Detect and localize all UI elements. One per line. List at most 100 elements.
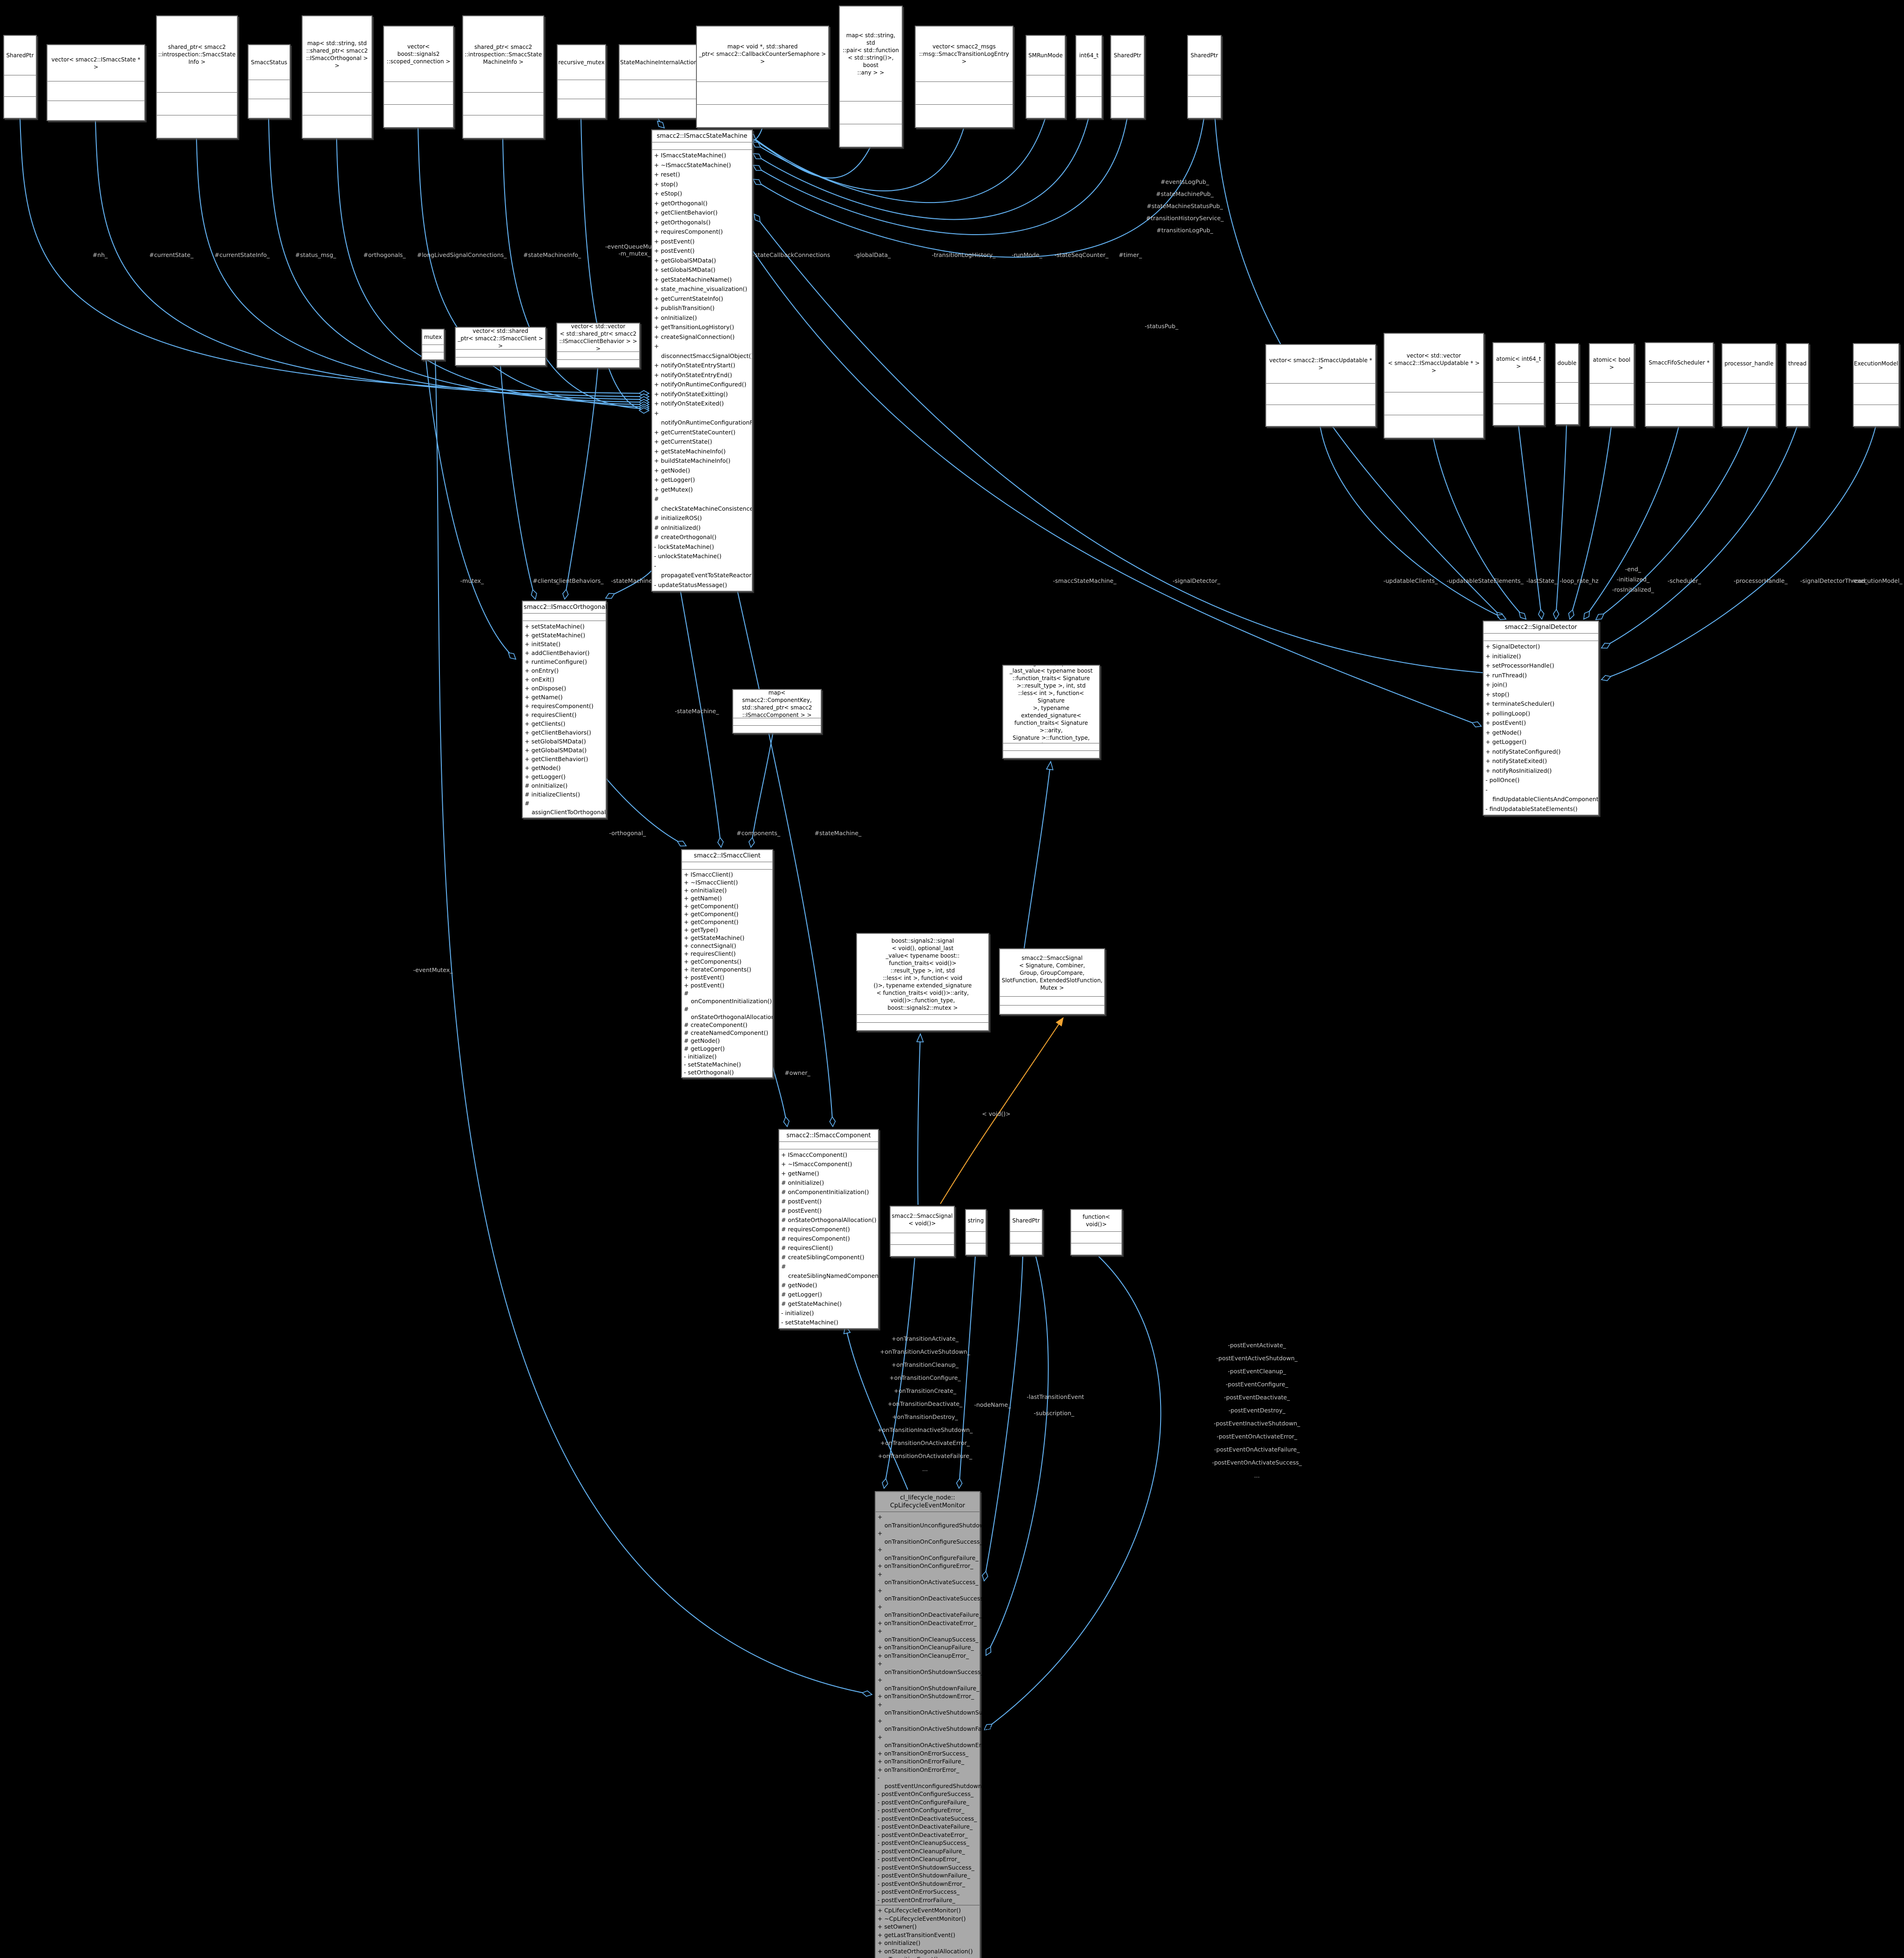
edge-label: < void()> <box>982 1110 1011 1117</box>
attributes-compartment <box>1787 383 1808 405</box>
type-box-atomic-int64[interactable]: atomic< int64_t > <box>1492 342 1545 426</box>
member-row: - setStateMachine() <box>684 1061 741 1068</box>
type-box-smacc-signal-template[interactable]: smacc2::SmaccSignal < Signature, Combine… <box>999 948 1105 1015</box>
type-box-map-components[interactable]: map< smacc2::ComponentKey, std::shared_p… <box>732 689 822 734</box>
member-row: + getLogger() <box>525 773 566 780</box>
member-row: + ISmaccComponent() <box>781 1151 847 1158</box>
member-row: + onExit() <box>525 676 554 683</box>
member-row: # getLogger() <box>684 1045 725 1052</box>
aggregation-edge <box>753 118 1204 258</box>
class-title: smacc2::ISmaccOrthogonal <box>523 601 607 614</box>
member-row: + initialize() <box>1485 652 1521 660</box>
edge-label: -globalData_ <box>854 251 891 258</box>
attributes-compartment <box>1071 1231 1121 1243</box>
attributes-compartment <box>157 92 237 115</box>
type-box-smacc-fifo-scheduler[interactable]: SmaccFifoScheduler * <box>1645 342 1714 427</box>
type-box-smaccstatus[interactable]: SmaccStatus <box>248 44 290 119</box>
type-box-boost-signal-void[interactable]: boost::signals2::signal < void(), option… <box>856 933 989 1031</box>
type-box-sharedptr-timer[interactable]: SharedPtr <box>1110 35 1145 119</box>
type-box-map-callback-semaphore[interactable]: map< void *, std::shared _ptr< smacc2::C… <box>696 26 829 128</box>
class-box-smacc2-ismaccstatemachine[interactable]: smacc2::ISmaccStateMachine+ ISmaccStateM… <box>651 129 753 592</box>
member-row: # checkStateMachineConsistence() <box>654 495 752 512</box>
member-row: # createComponent() <box>684 1021 748 1028</box>
aggregation-edge <box>753 118 1128 236</box>
type-box-sharedptr-sub[interactable]: SharedPtr <box>1009 1209 1043 1256</box>
class-box-smacc2-ismaccorthogonal[interactable]: smacc2::ISmaccOrthogonal+ setStateMachin… <box>522 601 607 818</box>
type-box-vector-transitionlog[interactable]: vector< smacc2_msgs ::msg::SmaccTransiti… <box>915 26 1013 128</box>
member-row: - postEventOnErrorSuccess_ <box>878 1888 960 1895</box>
methods-compartment <box>840 124 902 147</box>
edge-label: -stateMachine_ <box>611 577 655 584</box>
edge-label: #nh_ <box>92 251 108 258</box>
type-box-map-orthogonals[interactable]: map< std::string, std ::shared_ptr< smac… <box>302 15 372 139</box>
edge-label: #components_ <box>736 830 780 837</box>
member-row: + initState() <box>525 641 561 648</box>
member-row: # createSiblingComponent() <box>781 1254 864 1261</box>
member-row: - initialize() <box>684 1053 717 1060</box>
member-row: + onTransitionOnActivateSuccess_ <box>878 1570 979 1586</box>
type-box-vector-updatable[interactable]: vector< smacc2::ISmaccUpdatable * > <box>1265 344 1376 427</box>
type-box-boost-signal-signature[interactable]: boost::signals2::signal < Signature, opt… <box>1002 665 1100 759</box>
attributes-compartment <box>891 1233 954 1244</box>
type-box-sharedptr-stateinfo[interactable]: shared_ptr< smacc2 ::introspection::Smac… <box>156 15 238 139</box>
member-row: + onTransitionOnConfigureSuccess_ <box>878 1530 983 1545</box>
type-box-function-void[interactable]: function< void()> <box>1070 1209 1122 1256</box>
type-box-title: vector< std::shared _ptr< smacc2::ISmacc… <box>458 328 543 349</box>
type-box-shared-ptr-nh[interactable]: SharedPtr <box>3 35 37 119</box>
type-box-vector-scoped-connection[interactable]: vector< boost::signals2 ::scoped_connect… <box>383 26 454 128</box>
attributes-compartment <box>1556 382 1578 403</box>
type-box-smacc-signal-void[interactable]: smacc2::SmaccSignal < void()> <box>890 1206 955 1257</box>
member-row: + getNode() <box>654 466 690 474</box>
member-row: - postEventOnShutdownError_ <box>878 1880 966 1887</box>
type-box-statemachine-internal-action[interactable]: StateMachineInternalAction <box>619 44 699 119</box>
aggregation-edge <box>336 138 649 405</box>
type-box-int64-t[interactable]: int64_t <box>1075 35 1102 119</box>
attributes-compartment <box>1111 75 1144 96</box>
type-box-title: map< std::string, std ::pair< std::funct… <box>843 32 899 76</box>
member-row: + onTransitionOnActiveShutdownFailure_ <box>878 1717 998 1733</box>
type-box-title: shared_ptr< smacc2 ::introspection::Smac… <box>158 43 236 65</box>
template-instantiation-edge <box>940 1017 1064 1204</box>
member-row: + getMutex() <box>654 486 693 493</box>
type-box-execution-model[interactable]: ExecutionModel <box>1853 343 1899 427</box>
type-box-atomic-bool[interactable]: atomic< bool > <box>1589 343 1634 427</box>
type-box-vector-clientbehaviors[interactable]: vector< std::vector < std::shared_ptr< s… <box>556 323 640 368</box>
edge-label: -subscription_ <box>1033 1410 1074 1417</box>
type-box-mutex[interactable]: mutex <box>421 329 445 360</box>
type-box-title: SmaccStatus <box>250 59 288 66</box>
type-box-recursive-mutex[interactable]: recursive_mutex <box>557 44 606 119</box>
type-box-thread[interactable]: thread <box>1786 343 1809 427</box>
attributes-compartment <box>1000 996 1104 1005</box>
methods-compartment: + ISmaccComponent()+ ~ISmaccComponent()+… <box>779 1149 878 1328</box>
type-box-smrunmode[interactable]: SMRunMode <box>1026 35 1066 119</box>
type-box-string[interactable]: string <box>965 1209 986 1256</box>
aggregation-edge <box>753 118 1089 220</box>
aggregation-edge <box>1601 426 1876 680</box>
class-box-smacc2-ismaccclient[interactable]: smacc2::ISmaccClient+ ISmaccClient()+ ~I… <box>681 849 773 1078</box>
member-row: - postEventOnDeactivateSuccess_ <box>878 1815 977 1822</box>
member-row: + requiresClient() <box>684 950 736 957</box>
methods-compartment <box>1188 96 1221 118</box>
type-box-sharedptr-pubs[interactable]: SharedPtr <box>1187 35 1222 119</box>
member-row: + publishTransition() <box>654 304 715 311</box>
member-row: + setOwner() <box>878 1923 917 1930</box>
member-row: # createOrthogonal() <box>654 533 716 540</box>
inheritance-edge <box>845 1325 908 1490</box>
aggregation-edge <box>1320 426 1506 619</box>
class-box-smacc2-ismacccomponent[interactable]: smacc2::ISmaccComponent+ ISmaccComponent… <box>778 1129 879 1329</box>
type-box-vector-ismaccstate[interactable]: vector< smacc2::ISmaccState * > <box>47 44 145 121</box>
type-box-map-globaldata[interactable]: map< std::string, std ::pair< std::funct… <box>839 6 903 148</box>
aggregation-edge <box>984 1256 1023 1581</box>
type-box-title: vector< smacc2_msgs ::msg::SmaccTransiti… <box>919 43 1009 65</box>
methods-compartment <box>557 359 639 367</box>
type-box-sharedptr-sminfo[interactable]: shared_ptr< smacc2 ::introspection::Smac… <box>462 15 544 139</box>
class-box-smacc2-signaldetector[interactable]: smacc2::SignalDetector+ SignalDetector()… <box>1483 621 1599 816</box>
type-box-vector-clients[interactable]: vector< std::shared _ptr< smacc2::ISmacc… <box>455 327 546 366</box>
type-box-vector-vector-updatable[interactable]: vector< std::vector < smacc2::ISmaccUpda… <box>1384 333 1484 439</box>
type-box-double[interactable]: double <box>1555 343 1579 425</box>
member-row: + ~CpLifecycleEventMonitor() <box>878 1915 966 1922</box>
attributes-compartment <box>463 92 543 115</box>
type-box-title: boost::signals2::signal < void(), option… <box>873 937 972 1011</box>
type-box-processor-handle[interactable]: processor_handle <box>1722 343 1776 427</box>
